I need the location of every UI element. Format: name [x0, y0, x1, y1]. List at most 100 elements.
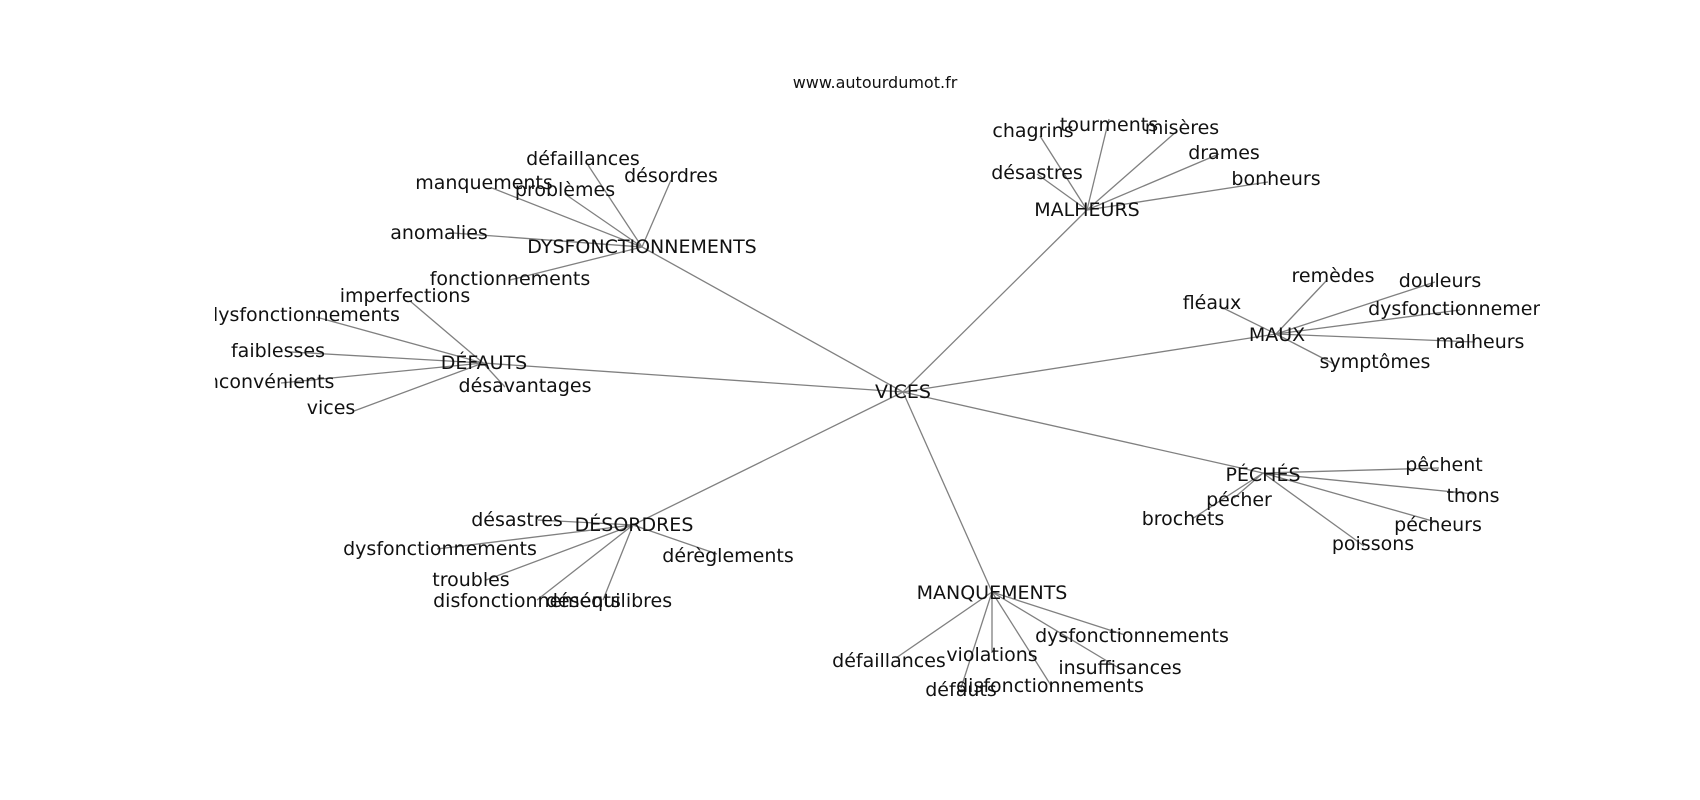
- center-edge: [902, 333, 1277, 393]
- center-edge: [632, 391, 904, 526]
- hub-node: DYSFONCTIONNEMENTS: [527, 236, 757, 258]
- hub-node: PÉCHÉS: [1225, 463, 1300, 486]
- leaf-edge: [509, 246, 643, 281]
- site-header: www.autourdumot.fr: [793, 73, 958, 92]
- leaf-node: imperfections: [340, 285, 470, 307]
- leaf-node: manquements: [415, 172, 553, 194]
- leaf-node: thons: [1446, 485, 1499, 507]
- center-edge: [902, 209, 1088, 393]
- node-labels: VICESDYSFONCTIONNEMENTSdéfaillancesdésor…: [215, 114, 1540, 701]
- leaf-node: poissons: [1332, 533, 1414, 555]
- leaf-edge: [1218, 305, 1277, 335]
- leaf-edge: [290, 351, 484, 364]
- leaf-edge: [587, 164, 643, 248]
- leaf-edge: [564, 193, 643, 248]
- leaf-node: remèdes: [1292, 265, 1375, 287]
- leaf-edge: [960, 591, 993, 689]
- leaf-node: bonheurs: [1231, 168, 1320, 190]
- leaf-node: brochets: [1142, 508, 1225, 530]
- leaf-node: dysfonctionnements: [343, 538, 537, 560]
- leaf-edge: [482, 362, 506, 388]
- leaf-node: défaillances: [832, 650, 946, 672]
- leaf-edge: [1086, 118, 1110, 211]
- leaf-edge: [315, 316, 484, 364]
- leaf-node: faiblesses: [231, 340, 325, 362]
- leaf-node: disfonctionnements: [433, 590, 621, 612]
- leaf-node: fléaux: [1183, 292, 1242, 314]
- leaf-node: disfonctionnements: [956, 675, 1144, 697]
- leaf-edge: [632, 524, 718, 555]
- leaf-edge: [280, 362, 484, 384]
- word-graph-svg: VICESDYSFONCTIONNEMENTSdéfaillancesdésor…: [215, 114, 1540, 701]
- leaf-edge: [1086, 153, 1220, 211]
- leaf-node: anomalies: [390, 222, 488, 244]
- leaf-node: violations: [946, 644, 1037, 666]
- hub-node: DÉSORDRES: [575, 513, 694, 536]
- leaf-node: problèmes: [515, 179, 615, 201]
- leaf-edge: [641, 179, 672, 248]
- leaf-node: défaillances: [526, 148, 640, 170]
- leaf-edge: [485, 524, 634, 581]
- leaf-edge: [1262, 472, 1365, 547]
- leaf-edge: [1086, 130, 1178, 211]
- leaf-node: pécher: [1206, 489, 1272, 511]
- hub-node: MAUX: [1249, 324, 1305, 346]
- leaf-node: insuffisances: [1058, 657, 1181, 679]
- leaf-edge: [1086, 181, 1269, 211]
- center-edge: [902, 391, 1264, 474]
- leaf-node: dysfonctionnements: [1368, 298, 1540, 320]
- center-edge: [902, 391, 993, 593]
- leaf-edge: [1275, 333, 1335, 365]
- leaf-node: tourments: [1060, 114, 1158, 136]
- leaf-edge: [991, 591, 1053, 688]
- leaf-edge: [1275, 333, 1476, 343]
- leaf-node: désavantages: [459, 375, 592, 397]
- leaf-edge: [537, 519, 634, 526]
- leaf-node: malheurs: [1436, 331, 1525, 353]
- leaf-edge: [1233, 472, 1264, 499]
- leaf-edge: [452, 232, 643, 248]
- leaf-edge: [1262, 472, 1475, 495]
- leaf-edge: [895, 591, 993, 659]
- leaf-node: dérèglements: [662, 545, 793, 567]
- leaf-edge: [991, 591, 1118, 668]
- hub-node: DÉFAUTS: [441, 351, 527, 374]
- leaf-node: douleurs: [1399, 270, 1481, 292]
- leaf-node: désastres: [991, 162, 1083, 184]
- leaf-edge: [1275, 309, 1461, 335]
- leaf-edge: [1039, 135, 1088, 211]
- leaf-edge: [1262, 472, 1437, 523]
- leaf-node: désordres: [624, 165, 718, 187]
- leaf-edge: [436, 524, 634, 550]
- leaf-node: pêchent: [1405, 454, 1482, 476]
- leaf-node: défauts: [925, 679, 996, 701]
- leaf-edge: [991, 591, 1126, 636]
- hub-node: MANQUEMENTS: [917, 582, 1068, 604]
- hub-node: MALHEURS: [1034, 199, 1139, 221]
- leaf-node: troubles: [432, 569, 509, 591]
- leaf-edge: [1191, 472, 1264, 520]
- leaf-node: chagrins: [992, 120, 1073, 142]
- leaf-edge: [1275, 281, 1436, 335]
- leaf-node: dysfonctionnements: [215, 304, 400, 326]
- leaf-edge: [353, 362, 484, 412]
- leaf-node: inconvénients: [215, 371, 334, 393]
- leaf-edge: [409, 300, 484, 364]
- leaf-node: symptômes: [1320, 351, 1431, 373]
- leaf-edge: [1262, 467, 1440, 474]
- leaf-node: pécheurs: [1394, 514, 1482, 536]
- site-url: www.autourdumot.fr: [793, 73, 958, 92]
- leaf-node: drames: [1188, 142, 1260, 164]
- leaf-edge: [602, 524, 634, 601]
- center-node: VICES: [875, 381, 931, 403]
- leaf-edge: [491, 187, 643, 248]
- leaf-node: fonctionnements: [430, 268, 591, 290]
- leaf-edge: [1036, 173, 1088, 211]
- edges: [280, 118, 1476, 689]
- leaf-node: misères: [1145, 117, 1219, 139]
- center-edge: [641, 246, 904, 393]
- center-edge: [482, 362, 904, 393]
- leaf-edge: [1275, 279, 1328, 335]
